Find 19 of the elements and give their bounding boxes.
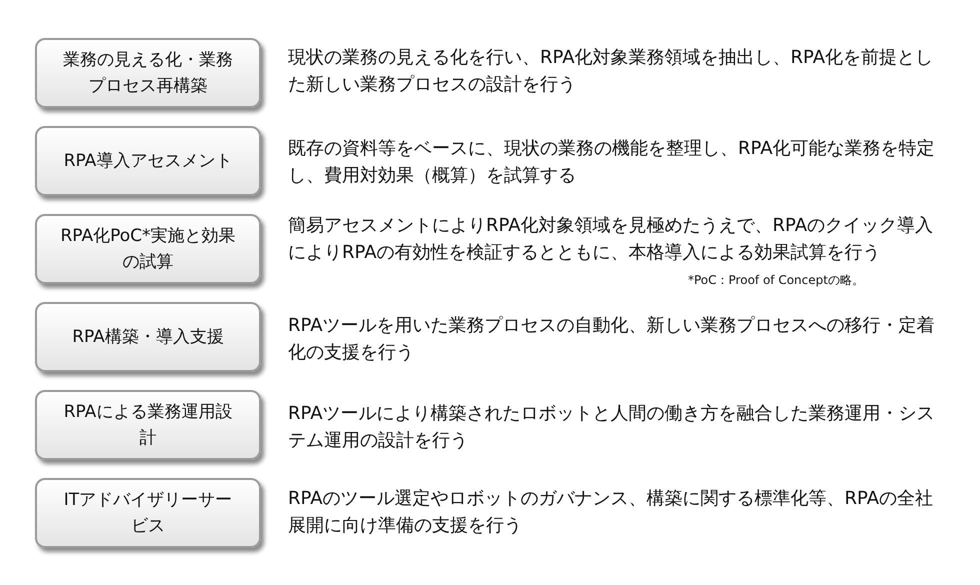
service-box (35, 38, 261, 108)
service-description: 既存の資料等をベースに、現状の業務の機能を整理し、RPA化可能な業務を特定し、費用対効果（概算）を試算する (288, 137, 936, 188)
service-title: RPA構築・導入支援 (71, 326, 225, 349)
service-box (35, 302, 261, 372)
service-title: ITアドバイザリーサービス (62, 489, 234, 538)
service-title: RPA化PoC*実施と効果の試算 (59, 225, 237, 274)
service-title: RPAによる業務運用設計 (62, 401, 234, 450)
service-description: 現状の業務の見える化を行い、RPA化対象業務領域を抽出し、RPA化を前提とした新しい業務プロセスの設計を行う (288, 46, 934, 97)
service-description: RPAツールを用いた業務プロセスの自動化、新しい業務プロセスへの移行・定着化の支援を行う (288, 314, 936, 365)
footnote: *PoC：Proof of Conceptの略。 (688, 272, 864, 289)
service-box (35, 478, 261, 548)
service-box (35, 126, 261, 196)
service-description: RPAのツール選定やロボットのガバナンス、構築に関する標準化等、RPAの全社展開に向け準備の支援を行う (288, 487, 934, 538)
service-description: RPAツールにより構築されたロボットと人間の働き方を融合した業務運用・システム運用の設計を行う (288, 402, 936, 453)
service-title: RPA導入アセスメント (62, 150, 234, 173)
service-box (35, 390, 261, 460)
service-title: 業務の見える化・業務プロセス再構築 (62, 49, 234, 98)
service-description: 簡易アセスメントによりRPA化対象領域を見極めたうえで、RPAのクイック導入によりRPAの有効性を検証するとともに、本格導入による効果試算を行う (288, 214, 934, 265)
service-box (35, 214, 261, 284)
